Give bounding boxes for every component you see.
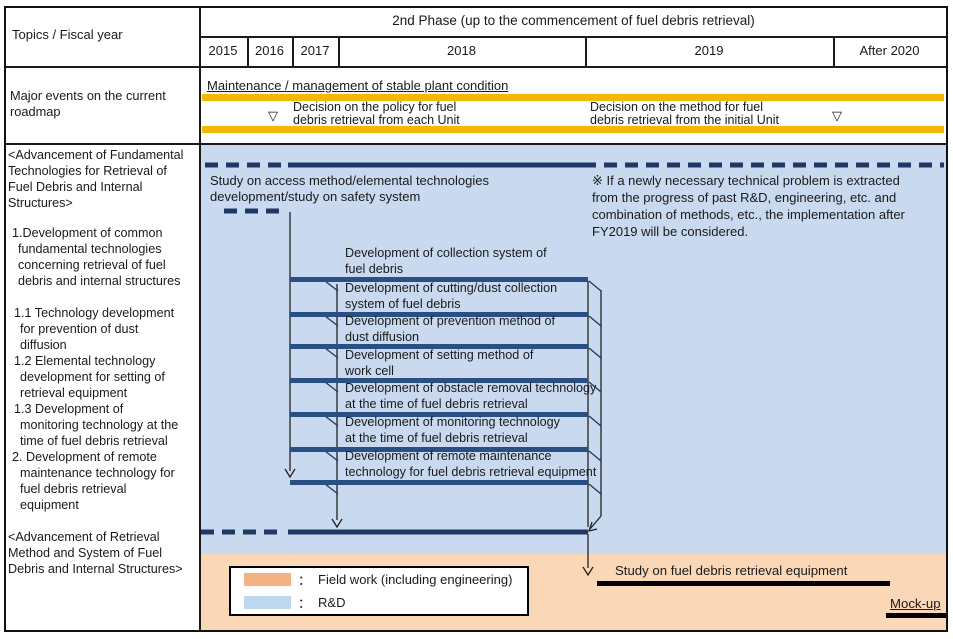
major-events-row-label: Major events on the current roadmap <box>10 88 166 119</box>
legend-field-work-label: Field work (including engineering) <box>318 572 513 587</box>
header-row-divider <box>4 66 948 68</box>
topic-1-1: 1.1 Technology development for preventio… <box>14 306 175 352</box>
decision-policy-label: Decision on the policy for fuel debris r… <box>293 100 460 127</box>
decision-policy-marker-icon: ▽ <box>268 108 278 123</box>
major-events-row-divider <box>4 143 948 145</box>
year-divider-2017-2018 <box>338 36 340 66</box>
legend-separator: ： <box>298 573 312 588</box>
legend-box: ： Field work (including engineering) ： R… <box>229 566 529 616</box>
phase-title: 2nd Phase (up to the commencement of fue… <box>392 13 755 28</box>
task-label-monitoring: Development of monitoring technology at … <box>345 415 560 445</box>
topics-fiscal-year-label: Topics / Fiscal year <box>12 27 123 42</box>
legend-rnd-label: R&D <box>318 595 346 610</box>
year-2015: 2015 <box>208 43 238 58</box>
year-divider-2019-2020 <box>833 36 835 66</box>
rnd-swatch-icon <box>244 596 291 609</box>
table-outer-border <box>4 6 948 632</box>
topics-column: <Advancement of Fundamental Technologies… <box>8 147 198 577</box>
year-after-2020: After 2020 <box>859 43 920 58</box>
task-label-obstacle-removal: Development of obstacle removal technolo… <box>345 381 597 411</box>
year-2019: 2019 <box>694 43 724 58</box>
study-access-label: Study on access method/elemental technol… <box>210 173 489 204</box>
fy2019-note: ※ If a newly necessary technical problem… <box>592 173 905 239</box>
year-2016: 2016 <box>255 43 284 58</box>
task-label-dust-prevention: Development of prevention method of dust… <box>345 314 556 344</box>
year-2018: 2018 <box>447 43 476 58</box>
topic-section-fundamental: <Advancement of Fundamental Technologies… <box>8 148 184 210</box>
topic-2: 2. Development of remote maintenance tec… <box>12 450 175 512</box>
study-equipment-label: Study on fuel debris retrieval equipment <box>615 563 848 578</box>
left-column-divider <box>199 6 201 632</box>
topic-1-2: 1.2 Elemental technology development for… <box>14 354 165 400</box>
maintenance-label: Maintenance / management of stable plant… <box>207 78 509 93</box>
decision-method-marker-icon: ▽ <box>832 108 842 123</box>
major-events-yellow-bar-bottom <box>202 126 944 133</box>
legend-separator: ： <box>298 596 312 611</box>
topic-1: 1.Development of common fundamental tech… <box>12 226 181 288</box>
legend-item-rnd: ： R&D <box>244 593 527 612</box>
year-divider-2015-2016 <box>247 36 249 66</box>
task-label-collection-system: Development of collection system of fuel… <box>345 246 547 276</box>
legend-item-field-work: ： Field work (including engineering) <box>244 570 527 589</box>
year-divider-2018-2019 <box>585 36 587 66</box>
decision-method-label: Decision on the method for fuel debris r… <box>590 100 779 127</box>
mockup-label: Mock-up <box>890 596 941 611</box>
task-label-cutting-dust: Development of cutting/dust collection s… <box>345 281 558 311</box>
topic-1-3: 1.3 Development of monitoring technology… <box>14 402 179 448</box>
year-2017: 2017 <box>300 43 330 58</box>
task-label-remote-maintenance: Development of remote maintenance techno… <box>345 449 597 479</box>
major-events-yellow-bar-top <box>202 94 944 101</box>
topic-section-retrieval: <Advancement of Retrieval Method and Sys… <box>8 530 183 576</box>
field-work-swatch-icon <box>244 573 291 586</box>
task-label-work-cell: Development of setting method of work ce… <box>345 348 534 378</box>
phase-row-divider <box>199 36 948 38</box>
year-divider-2016-2017 <box>292 36 294 66</box>
